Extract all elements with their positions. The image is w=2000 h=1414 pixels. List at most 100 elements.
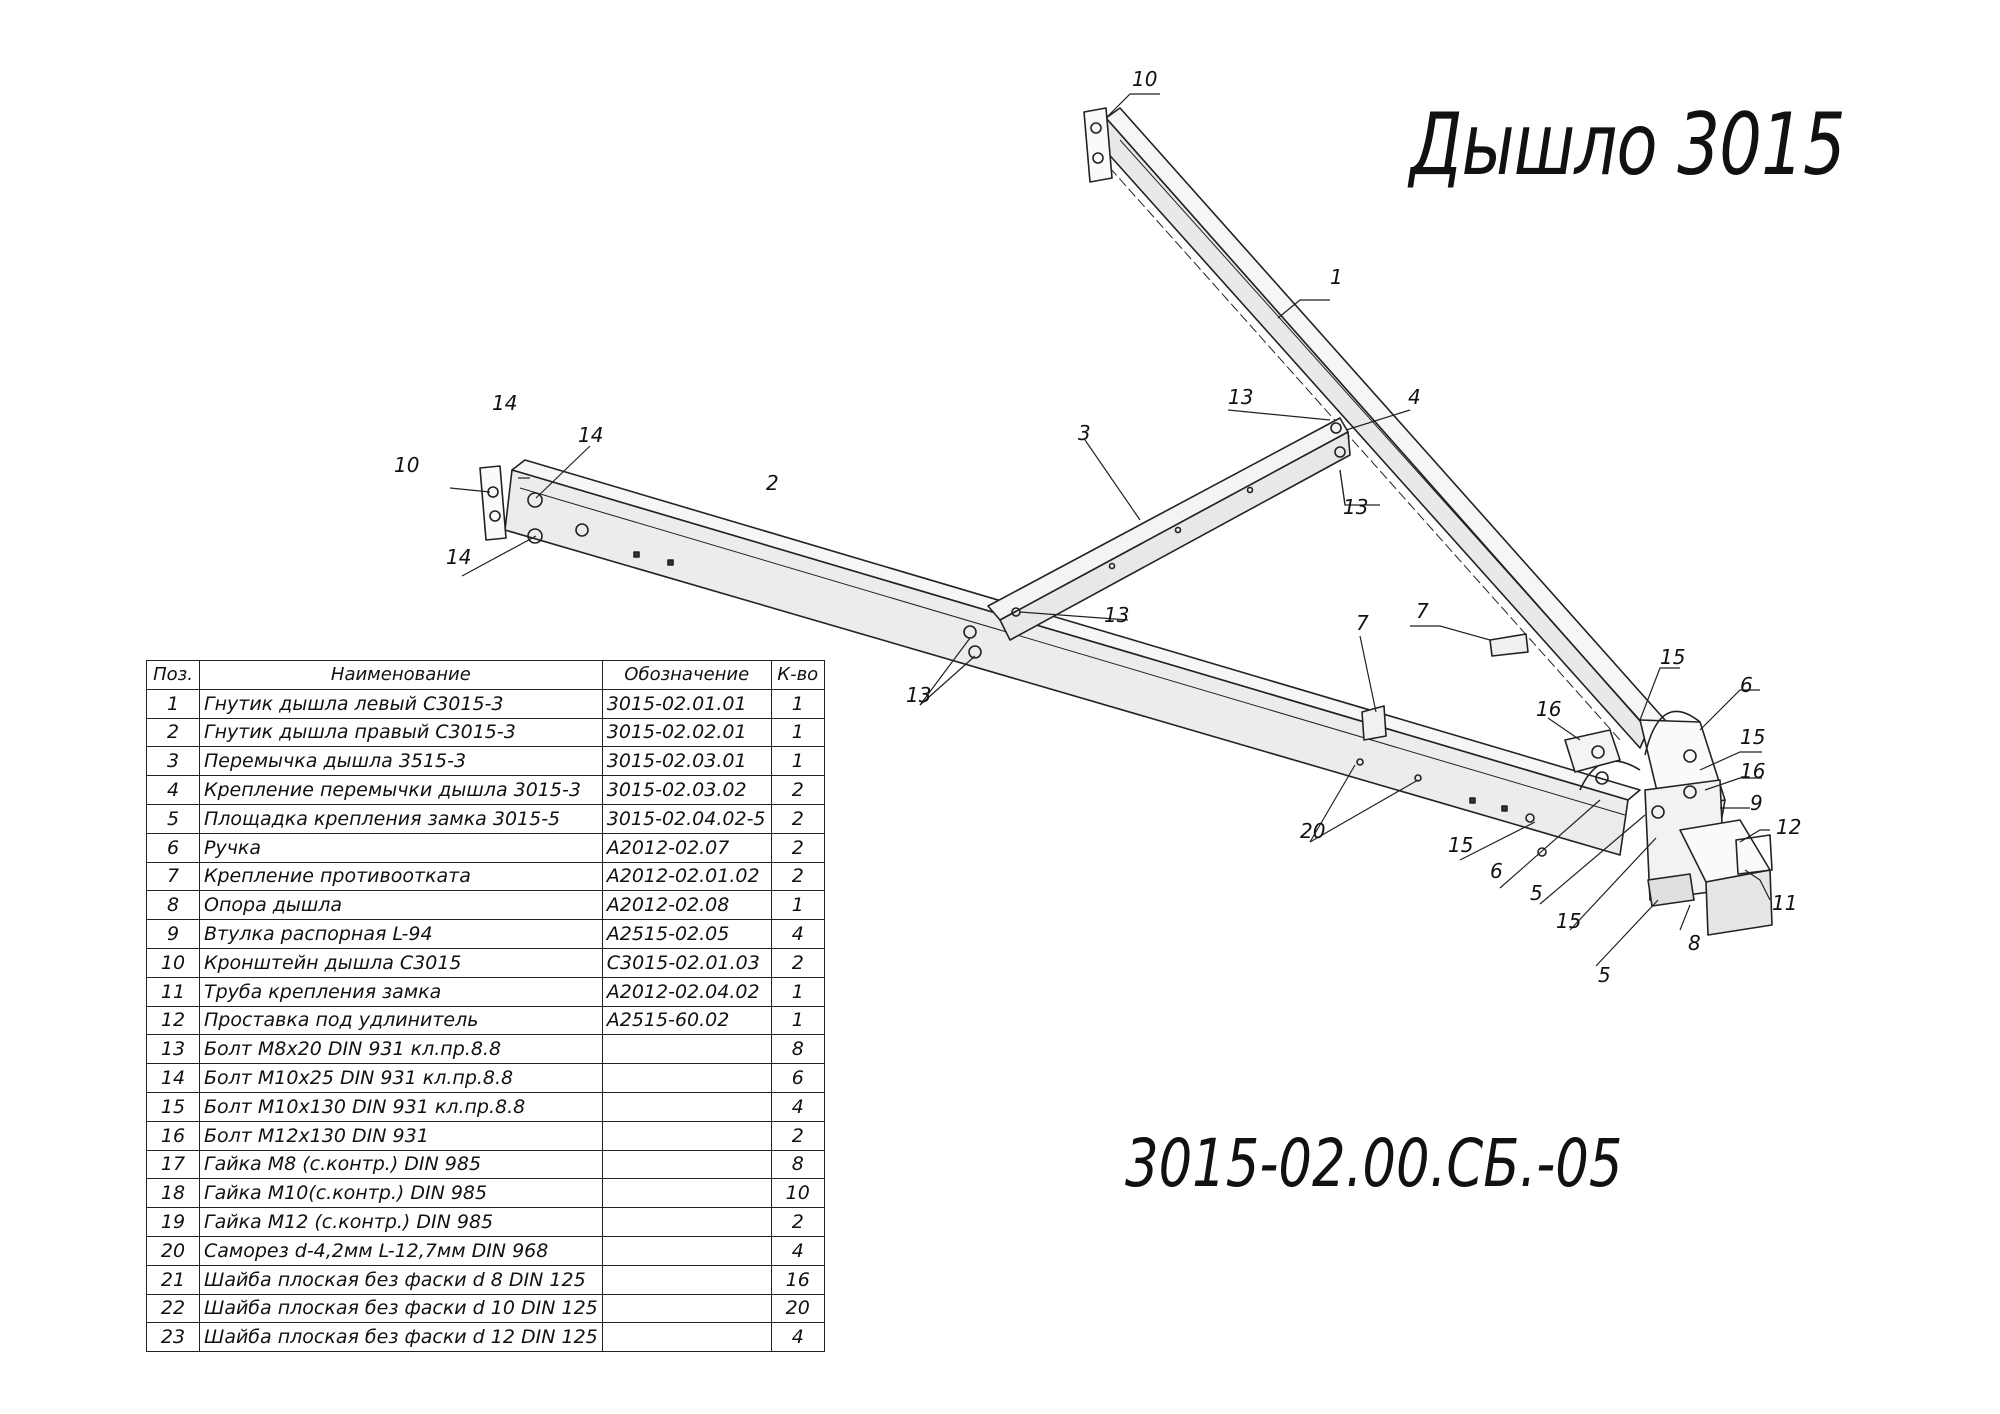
header-pos: Поз. xyxy=(146,660,200,690)
callout-12: 12 xyxy=(1776,815,1801,839)
cell-name: Ручка xyxy=(199,832,603,863)
cell-pos: 19 xyxy=(146,1207,200,1237)
callout-5-a: 5 xyxy=(1530,881,1543,905)
cell-designation: 3015-02.03.01 xyxy=(601,746,772,777)
callout-7-b: 7 xyxy=(1416,599,1429,623)
cell-qty: 1 xyxy=(770,1005,825,1036)
cell-pos: 12 xyxy=(146,1005,200,1036)
callout-13-c: 13 xyxy=(1104,603,1129,627)
cell-pos: 21 xyxy=(146,1264,200,1295)
cell-pos: 20 xyxy=(146,1235,200,1266)
cell-designation xyxy=(601,1235,772,1266)
cell-name: Шайба плоская без фаски d 8 DIN 125 xyxy=(199,1264,603,1295)
callout-4: 4 xyxy=(1408,385,1421,409)
header-name: Наименование xyxy=(199,660,603,690)
cell-designation xyxy=(601,1034,772,1065)
cell-qty: 20 xyxy=(770,1293,825,1324)
cell-name: Саморез d-4,2мм L-12,7мм DIN 968 xyxy=(199,1235,603,1266)
cell-qty: 2 xyxy=(770,775,825,805)
cell-name: Гнутик дышла правый С3015-3 xyxy=(199,717,603,748)
hitch-assembly xyxy=(1525,710,1773,936)
top-bracket-part-10 xyxy=(1083,107,1113,183)
callout-15-b: 15 xyxy=(1740,725,1765,749)
cell-pos: 23 xyxy=(146,1322,200,1353)
cell-designation xyxy=(601,1091,772,1122)
cell-qty: 2 xyxy=(770,832,825,863)
cell-name: Болт М10х130 DIN 931 кл.пр.8.8 xyxy=(199,1091,603,1122)
callout-14-b: 14 xyxy=(578,423,603,447)
cell-qty: 1 xyxy=(770,890,825,921)
cell-name: Опора дышла xyxy=(199,890,603,921)
left-tube-part-1 xyxy=(1095,107,1666,749)
cell-name: Проставка под удлинитель xyxy=(199,1005,603,1036)
cross-beam-part-3 xyxy=(987,417,1351,641)
cell-qty: 16 xyxy=(770,1264,825,1295)
callout-10-left: 10 xyxy=(394,453,419,477)
cell-pos: 4 xyxy=(146,775,200,805)
cell-name: Гнутик дышла левый С3015-3 xyxy=(199,688,603,719)
drawing-title: Дышло 3015 xyxy=(1410,95,1846,195)
callout-11: 11 xyxy=(1772,891,1797,915)
chock-holder-part-7 xyxy=(1361,633,1529,741)
cell-pos: 7 xyxy=(146,861,200,892)
cell-designation: 3015-02.01.01 xyxy=(601,688,772,719)
callout-6-b: 6 xyxy=(1490,859,1503,883)
cell-name: Втулка распорная L-94 xyxy=(199,919,603,949)
cell-pos: 17 xyxy=(146,1149,200,1180)
callout-1: 1 xyxy=(1330,265,1343,289)
cell-designation xyxy=(601,1264,772,1295)
cell-pos: 2 xyxy=(146,717,200,748)
cell-pos: 14 xyxy=(146,1063,200,1093)
cell-pos: 9 xyxy=(146,919,200,949)
cell-pos: 6 xyxy=(146,832,200,863)
cell-designation xyxy=(601,1293,772,1324)
cell-pos: 22 xyxy=(146,1293,200,1324)
callout-20: 20 xyxy=(1300,819,1325,843)
cell-qty: 2 xyxy=(770,803,825,834)
right-tube-part-2 xyxy=(504,459,1641,856)
cell-name: Болт М10х25 DIN 931 кл.пр.8.8 xyxy=(199,1063,603,1093)
cell-designation: 3015-02.04.02-5 xyxy=(601,803,772,834)
cell-name: Гайка М12 (с.контр.) DIN 985 xyxy=(199,1207,603,1237)
cell-name: Крепление противооткатa xyxy=(199,861,603,892)
cell-name: Перемычка дышла 3515-3 xyxy=(199,746,603,777)
callout-2: 2 xyxy=(766,471,779,495)
cell-designation: А2012-02.08 xyxy=(601,890,772,921)
spec-header-row: Поз. Наименование Обозначение К-во xyxy=(146,660,825,690)
cell-qty: 8 xyxy=(770,1034,825,1065)
cell-designation: 3015-02.02.01 xyxy=(601,717,772,748)
callout-15-a: 15 xyxy=(1660,645,1685,669)
cell-name: Кронштейн дышла С3015 xyxy=(199,947,603,978)
cell-name: Болт М8х20 DIN 931 кл.пр.8.8 xyxy=(199,1034,603,1065)
callout-13-d: 13 xyxy=(906,683,931,707)
cell-qty: 2 xyxy=(770,947,825,978)
cell-name: Крепление перемычки дышла 3015-3 xyxy=(199,775,603,805)
drawing-code: 3015-02.00.СБ.-05 xyxy=(1125,1125,1623,1202)
cell-designation xyxy=(601,1063,772,1093)
callout-15-d: 15 xyxy=(1556,909,1581,933)
cell-qty: 1 xyxy=(770,688,825,719)
cell-designation: А2515-60.02 xyxy=(601,1005,772,1036)
callout-7-a: 7 xyxy=(1356,611,1369,635)
callout-6-a: 6 xyxy=(1740,673,1753,697)
cell-designation xyxy=(601,1322,772,1353)
cell-qty: 1 xyxy=(770,746,825,777)
header-qty: К-во xyxy=(770,660,825,690)
